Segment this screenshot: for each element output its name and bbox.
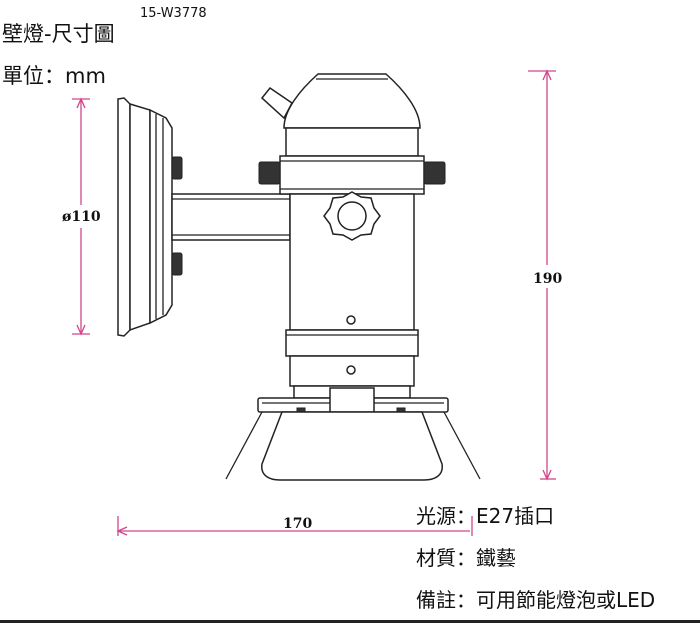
height-dimension: 190 bbox=[528, 69, 562, 481]
bottom-divider bbox=[0, 620, 700, 623]
spec-notes-value: 可用節能燈泡或LED bbox=[476, 588, 656, 612]
wall-plate bbox=[117, 97, 183, 337]
spec-notes-label: 備註： bbox=[416, 588, 476, 612]
unit-label: 單位：mm bbox=[2, 64, 106, 88]
model-number: 15-W3778 bbox=[140, 6, 207, 21]
drawing-title: 壁燈-尺寸圖 bbox=[2, 22, 115, 46]
spec-light-source-value: E27插口 bbox=[476, 504, 555, 528]
spec-notes: 備註：可用節能燈泡或LED bbox=[416, 584, 655, 613]
spec-material-value: 鐵藝 bbox=[476, 546, 516, 570]
diameter-label: ø110 bbox=[62, 209, 101, 225]
spec-light-source-label: 光源： bbox=[416, 504, 476, 528]
shade bbox=[225, 387, 481, 481]
width-dimension: 170 bbox=[116, 516, 473, 536]
lamp-arm bbox=[171, 193, 291, 241]
width-label: 170 bbox=[283, 516, 312, 532]
spec-material-label: 材質： bbox=[416, 546, 476, 570]
diameter-dimension: ø110 bbox=[62, 97, 101, 336]
spec-light-source: 光源：E27插口 bbox=[416, 500, 554, 529]
spec-material: 材質：鐵藝 bbox=[416, 542, 516, 571]
lamp-socket bbox=[258, 73, 446, 399]
height-label: 190 bbox=[533, 271, 562, 287]
